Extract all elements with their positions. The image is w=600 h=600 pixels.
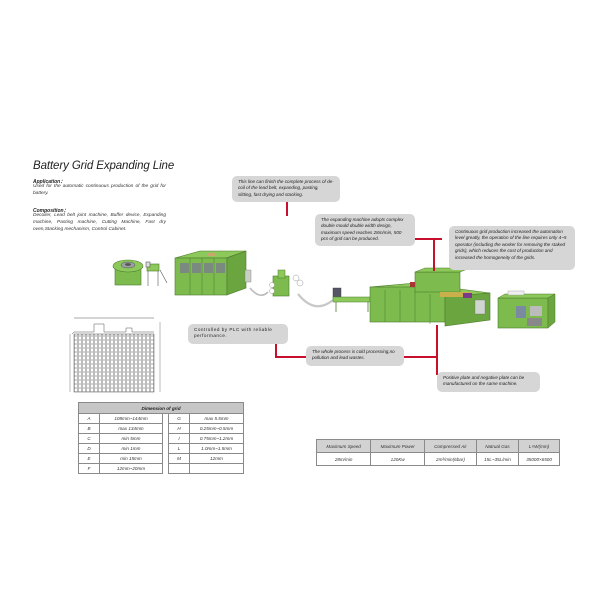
- stacking-mechanism: [497, 290, 556, 329]
- connector-line: [275, 356, 310, 358]
- connector-line: [275, 343, 277, 356]
- callout-plates: Positive plate and negative plate can be…: [437, 372, 540, 392]
- application-text: Used for the automatic continuous produc…: [33, 184, 166, 196]
- spec-header-row: Maximum Speed Maximum Power Compressed A…: [315, 439, 560, 453]
- decoiler-machine: [112, 259, 144, 286]
- connector-line: [433, 238, 435, 271]
- expanding-machine: [174, 250, 252, 296]
- callout-continuous-production: Continuous grid production increased the…: [449, 226, 575, 270]
- spec-value-row: 28m/min 120Kw 2m³/min(6bar) 15L~35L/min …: [315, 452, 560, 466]
- joint-machine: [145, 261, 168, 286]
- connector-line: [286, 200, 288, 216]
- connector-line: [402, 356, 437, 358]
- composition-text: Decoiler, Lead belt joint machine, Buffe…: [33, 213, 166, 232]
- cutting-machine: [332, 287, 372, 312]
- fast-dry-oven: [369, 267, 491, 327]
- callout-plc: Controlled by PLC with reliable performa…: [188, 324, 288, 344]
- spec-table: Maximum Speed Maximum Power Compressed A…: [315, 439, 560, 466]
- dimension-table-title: Dimension of grid: [78, 402, 244, 414]
- composition-label: Composition：: [33, 208, 69, 214]
- page-title: Battery Grid Expanding Line: [33, 160, 175, 172]
- application-label: Application：: [33, 179, 66, 185]
- callout-complete-process: This line can finish the complete proces…: [232, 176, 340, 202]
- callout-cold-process: The whole process is cold processing,no …: [306, 346, 404, 366]
- pasting-machine: [269, 269, 304, 297]
- callout-expanding-machine: The expanding machine adopts complex dou…: [315, 214, 415, 246]
- connector-line: [414, 238, 442, 240]
- connector-line: [436, 325, 438, 375]
- grid-dimension-drawing: [69, 317, 161, 393]
